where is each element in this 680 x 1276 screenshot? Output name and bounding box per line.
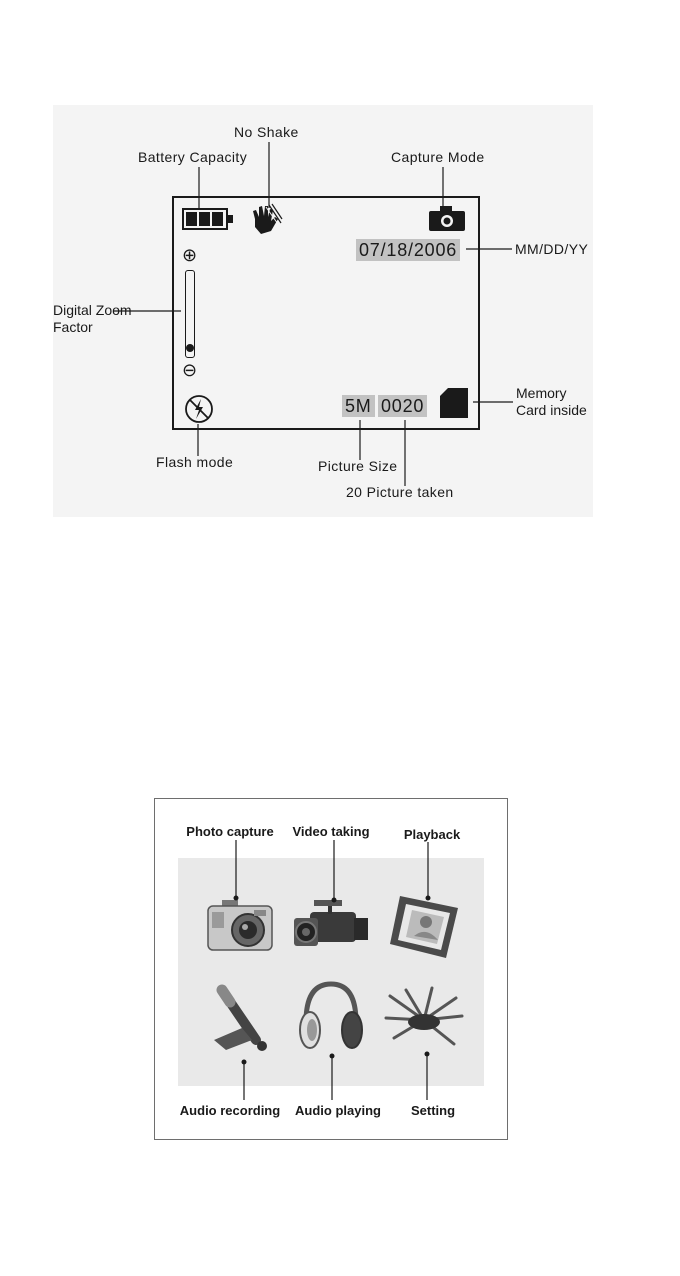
lcd-leader-lines (0, 0, 680, 520)
menu-leader-lines (0, 790, 680, 1120)
